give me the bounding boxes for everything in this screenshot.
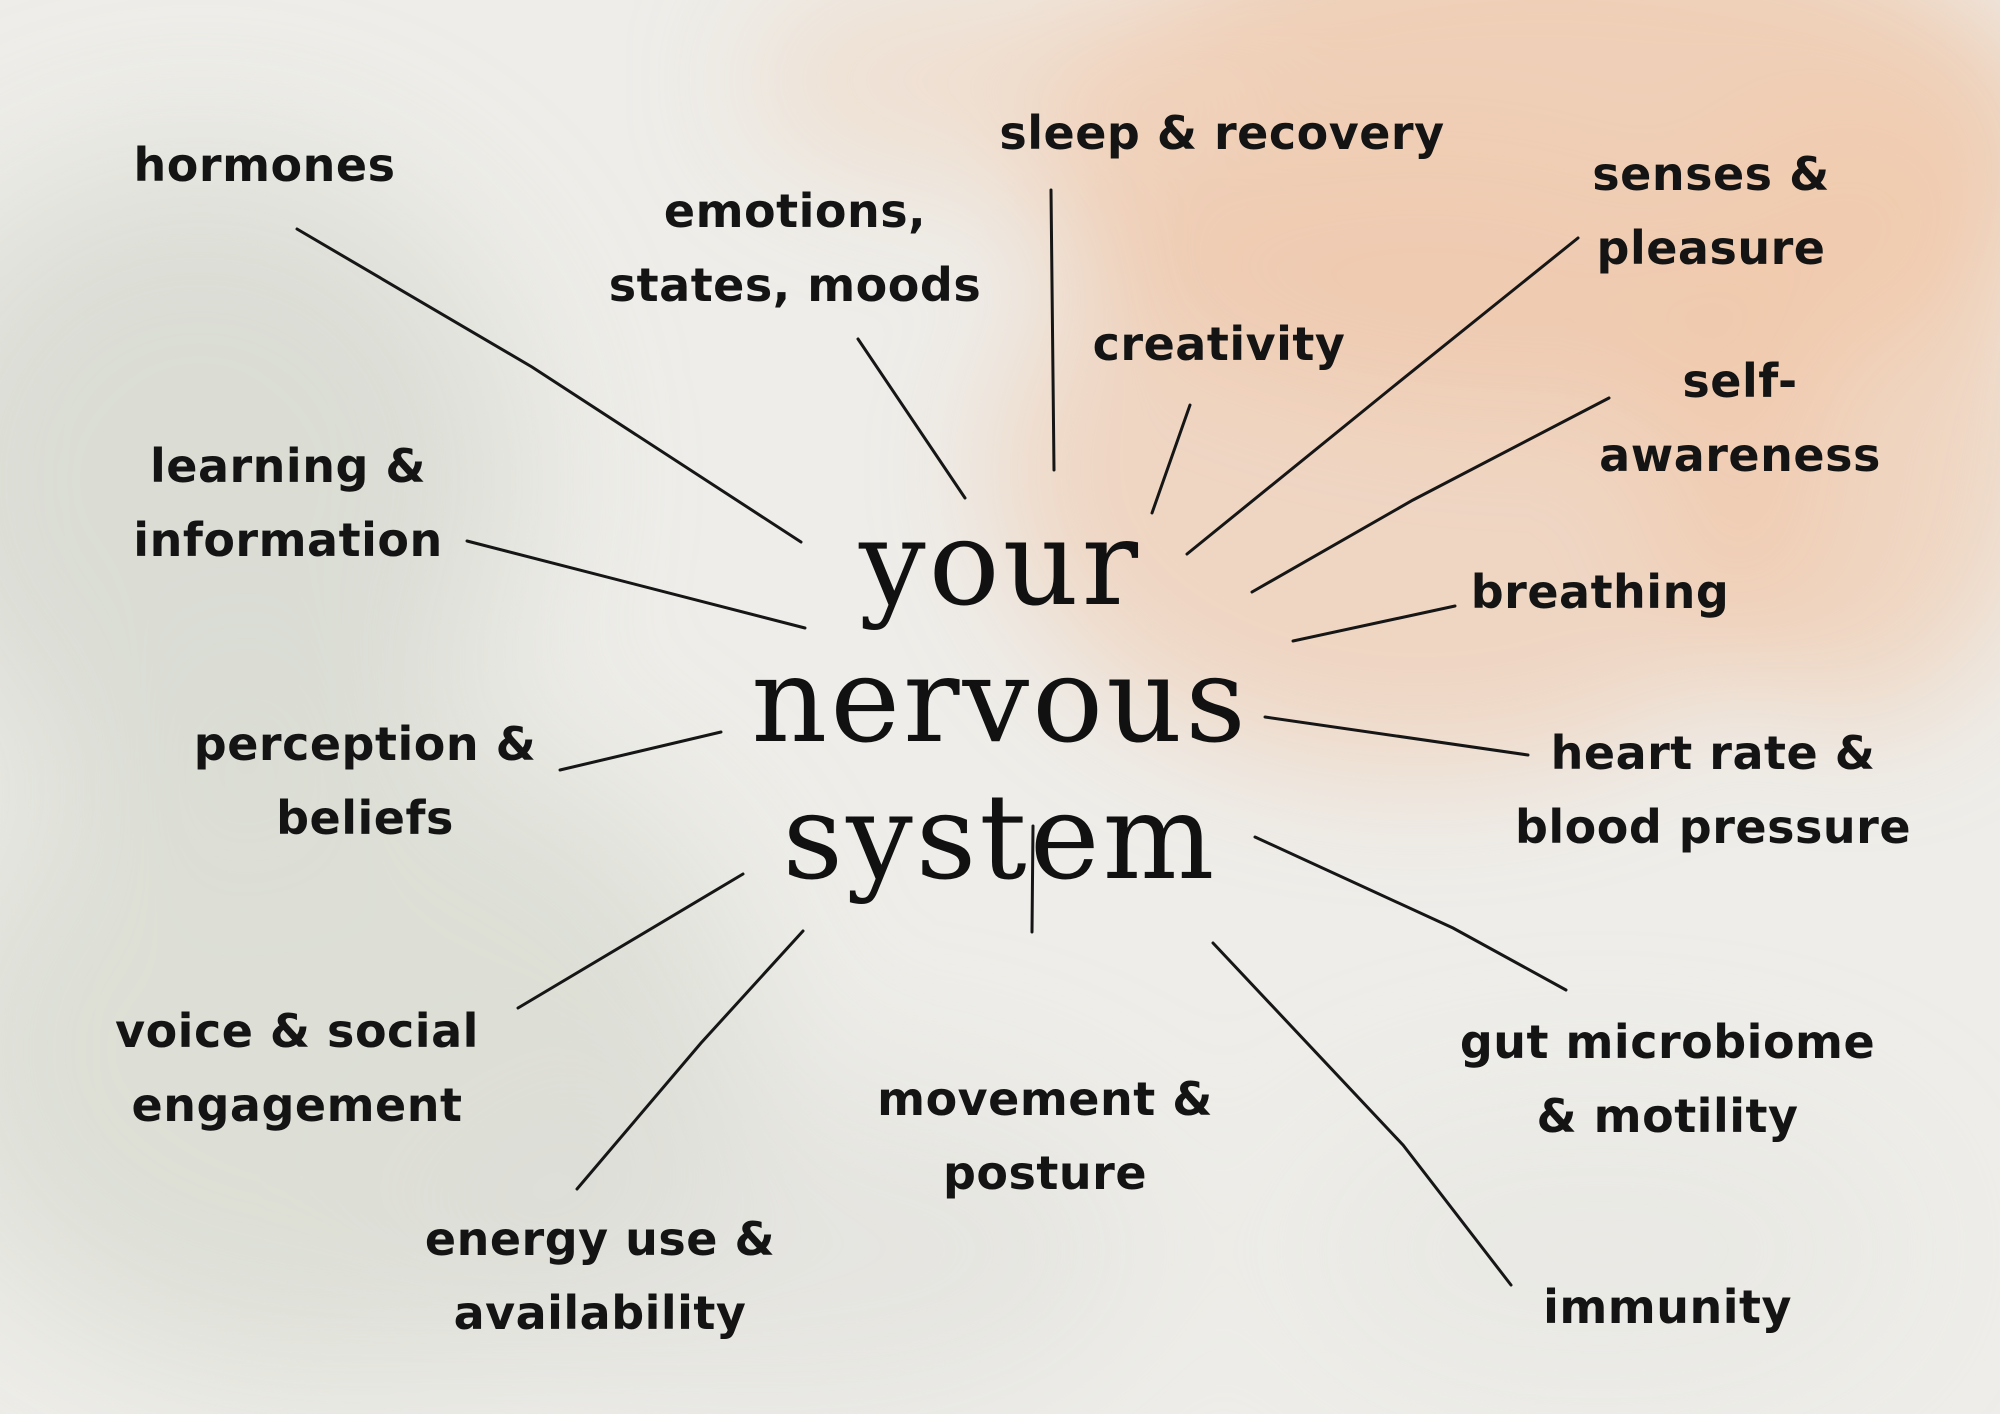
spoke-self-awareness [1250, 396, 1611, 594]
label-heart-rate-blood-pressure: heart rate & blood pressure [1514, 726, 1912, 854]
spoke-senses [1185, 236, 1580, 556]
spoke-immunity [1211, 941, 1513, 1287]
label-movement-posture: movement & posture [877, 1072, 1213, 1200]
peach-wash [750, 0, 2000, 770]
spoke-hormones [295, 227, 803, 544]
label-self-awareness: self- awareness [1599, 354, 1881, 482]
central-title-line: system [782, 768, 1218, 906]
label-senses-pleasure: senses & pleasure [1592, 147, 1830, 275]
label-immunity: immunity [1543, 1280, 1792, 1334]
label-perception-beliefs: perception & beliefs [193, 717, 537, 845]
central-title-line: nervous [751, 631, 1249, 769]
label-hormones: hormones [133, 138, 396, 192]
spoke-voice [516, 872, 745, 1010]
spoke-learning [465, 539, 807, 630]
spoke-creativity [1150, 403, 1192, 515]
spoke-gut [1253, 835, 1568, 992]
central-title: your nervous system [700, 495, 1300, 906]
spoke-heart-rate [1263, 715, 1530, 757]
label-breathing: breathing [1470, 565, 1730, 619]
grey-wash [0, 160, 1900, 1410]
spoke-energy [575, 929, 805, 1191]
label-gut-microbiome-motility: gut microbiome & motility [1459, 1015, 1876, 1143]
spoke-perception [558, 730, 723, 772]
label-energy-use-availability: energy use & availability [424, 1212, 776, 1340]
spoke-emotions [856, 337, 967, 500]
spoke-movement [1030, 824, 1035, 934]
label-sleep-recovery: sleep & recovery [999, 106, 1445, 160]
label-creativity: creativity [1092, 317, 1346, 371]
label-learning-information: learning & information [133, 439, 443, 567]
spoke-sleep [1049, 188, 1056, 472]
central-title-line: your [858, 494, 1142, 632]
label-voice-social-engagement: voice & social engagement [115, 1004, 479, 1132]
spoke-breathing [1291, 604, 1457, 643]
label-emotions: emotions, states, moods [608, 184, 982, 312]
